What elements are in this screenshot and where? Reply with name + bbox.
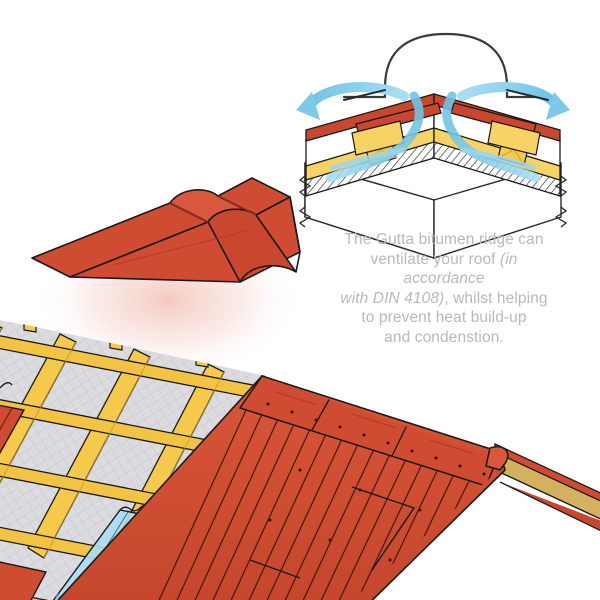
sheet-seams (249, 486, 416, 579)
vent-diagram (296, 32, 570, 259)
fixing-nails (266, 402, 486, 562)
caption-line-2-emphasis: (in accordance (403, 250, 518, 288)
break-mark-right (554, 175, 568, 228)
caption-line-4: to prevent heat build-up (361, 309, 527, 326)
roof-sheet-left (0, 382, 26, 561)
caption-line-2-pre: ventilate your roof (370, 250, 500, 268)
ridge-end-roll (485, 446, 509, 471)
vent-flange-left (343, 89, 386, 101)
airflow-inner-left (325, 91, 424, 183)
barge-board (494, 442, 600, 532)
ridge-cap-sample (31, 177, 301, 283)
roof-sheet-lower-left (0, 561, 48, 600)
roof-main-slope (57, 375, 600, 600)
caption-line-5: and condenstion. (384, 328, 504, 346)
airflow-wisp-left (329, 147, 407, 171)
airflow-arrow-right (457, 82, 570, 120)
vent-flange-right (506, 89, 549, 101)
caption-text: The Gutta bitumen ridge can ventilate yo… (332, 230, 556, 347)
ridge-cap-outline (342, 32, 550, 99)
airflow-wisp-right (459, 147, 537, 171)
caption-line-1: The Gutta bitumen ridge can (344, 231, 544, 248)
break-mark-left (298, 175, 312, 228)
caption-line-3-post: , whilst helping (444, 289, 548, 307)
airflow-inner-right (442, 91, 541, 183)
section-right-batten-block (487, 120, 541, 156)
caption-line-3-emphasis: with DIN 4108) (340, 289, 445, 307)
